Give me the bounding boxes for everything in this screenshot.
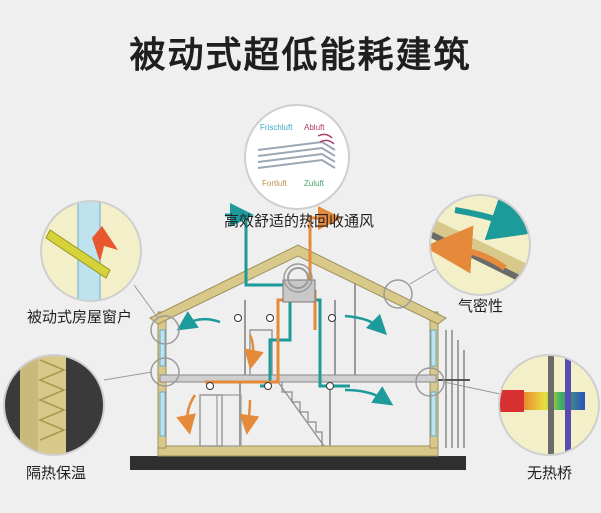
staircase <box>277 381 325 447</box>
air-vent-symbols <box>206 314 336 390</box>
window-inset <box>41 201 141 301</box>
hrv-frischluft-label: Frischluft <box>260 123 293 132</box>
window-left <box>159 329 166 367</box>
thermal-bridge-inset <box>499 355 599 455</box>
ground-slab <box>130 456 466 470</box>
window-right <box>430 329 437 367</box>
floor-slab-middle <box>159 374 437 383</box>
facade-louvers <box>445 330 465 448</box>
windows-label: 被动式房屋窗户 <box>27 308 133 326</box>
floor-slab-base <box>157 445 439 457</box>
roof <box>149 244 447 325</box>
ventilation-ducts <box>205 203 350 388</box>
insulation-label: 隔热保温 <box>26 464 87 482</box>
door <box>199 394 223 447</box>
hrv-inset: Frischluft Abluft Fortluft Zuluft <box>245 105 349 209</box>
room-airflow <box>176 311 394 435</box>
airtightness-inset <box>430 195 530 295</box>
window-right <box>430 391 437 437</box>
hrv-zuluft-label: Zuluft <box>304 179 325 188</box>
door <box>216 394 242 447</box>
window-left <box>159 391 166 437</box>
insulation-inset <box>4 355 104 455</box>
hrv-fortluft-label: Fortluft <box>262 179 288 188</box>
page-title: 被动式超低能耗建筑 <box>129 35 472 76</box>
house-structure <box>149 244 470 457</box>
thermal-bridge-label: 无热桥 <box>527 464 573 482</box>
ventilation-label: 高效舒适的热回收通风 <box>224 212 375 230</box>
airtightness-label: 气密性 <box>458 297 504 315</box>
hrv-abluft-label: Abluft <box>304 123 325 132</box>
fresh-air-duct <box>290 298 350 388</box>
